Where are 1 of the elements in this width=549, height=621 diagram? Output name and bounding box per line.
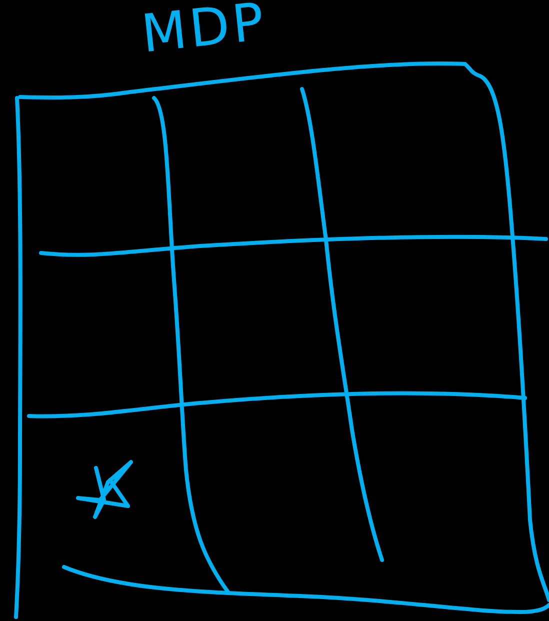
title: MDP bbox=[138, 0, 270, 64]
